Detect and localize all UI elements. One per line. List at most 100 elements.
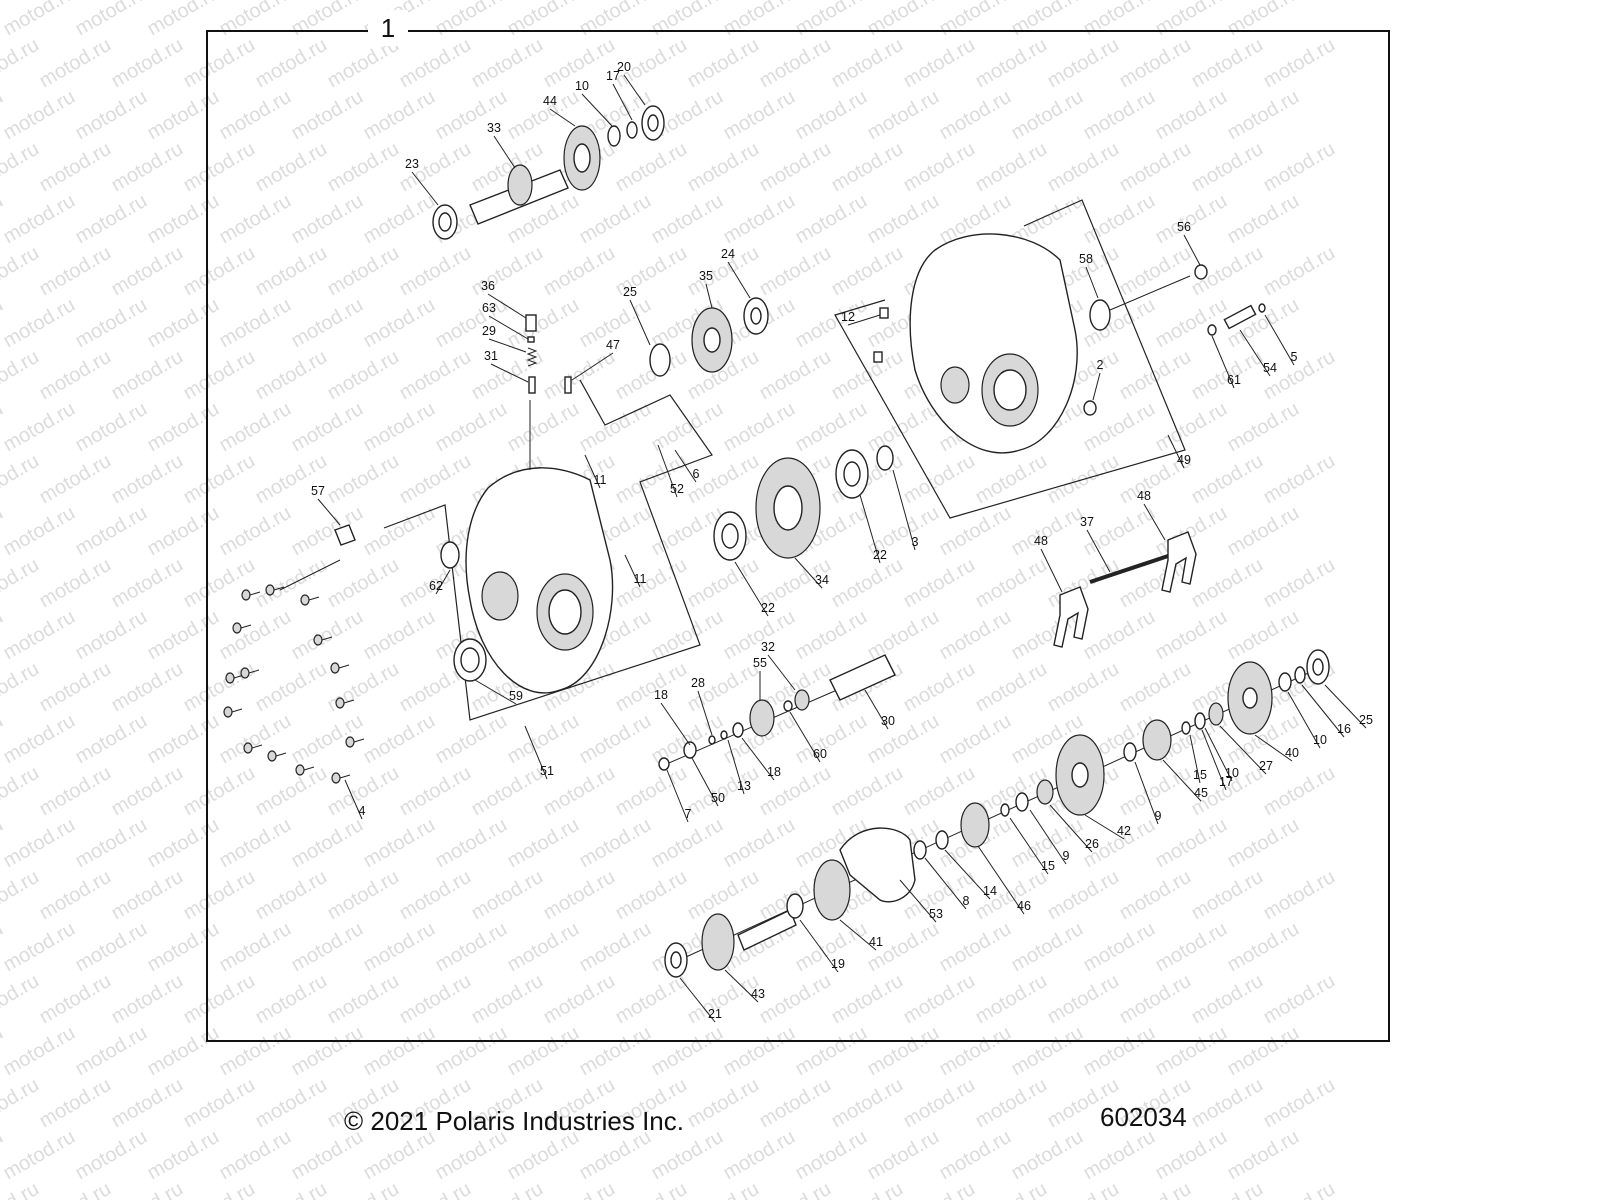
bolt-4 <box>243 742 263 754</box>
callout-46: 46 <box>977 845 1031 915</box>
callout-6: 6 <box>674 449 700 483</box>
callout-number: 7 <box>685 807 692 821</box>
case-bore-inner <box>993 369 1027 411</box>
callout-4: 4 <box>344 779 366 820</box>
callout-50: 50 <box>691 757 725 807</box>
callout-number: 51 <box>540 764 554 778</box>
ring-8 <box>913 840 927 860</box>
callout-number: 56 <box>1177 220 1191 234</box>
plug-56 <box>1194 264 1208 280</box>
callout-number: 11 <box>634 572 647 586</box>
bolt-4 <box>225 672 245 684</box>
seal-62 <box>440 541 460 569</box>
ring-10-top <box>607 125 621 147</box>
right-case-group <box>834 199 1266 519</box>
callout-number: 50 <box>711 791 725 805</box>
callout-14: 14 <box>944 849 997 900</box>
clip-15-b <box>1181 721 1191 735</box>
callout-number: 14 <box>983 884 997 898</box>
plug-2 <box>1083 400 1097 416</box>
frame-number: 1 <box>368 10 408 46</box>
callout-37: 37 <box>1080 515 1111 573</box>
callout-number: 36 <box>481 279 495 293</box>
shaft-30 <box>829 654 896 701</box>
callout-number: 42 <box>1117 824 1131 838</box>
gear-41 <box>813 859 851 921</box>
callout-number: 53 <box>929 907 943 921</box>
ring-10 <box>1278 672 1292 692</box>
callout-number: 41 <box>869 935 883 949</box>
callout-2: 2 <box>1092 358 1104 401</box>
callout-number: 46 <box>1017 899 1031 913</box>
callout-49: 49 <box>1167 434 1191 469</box>
callout-54: 54 <box>1239 329 1277 377</box>
callout-number: 45 <box>1194 786 1208 800</box>
dowel-12a <box>879 307 889 319</box>
washer-5 <box>1258 303 1266 313</box>
spring-29 <box>526 347 538 367</box>
callout-number: 25 <box>623 285 637 299</box>
callout-36: 36 <box>481 279 527 319</box>
callout-number: 18 <box>767 765 781 779</box>
bearing-19 <box>786 893 804 919</box>
callout-8: 8 <box>924 857 970 910</box>
gear-42-hub <box>1071 762 1089 788</box>
callout-number: 18 <box>654 688 668 702</box>
bolt-4 <box>232 622 252 634</box>
callout-21: 21 <box>679 977 722 1023</box>
callout-11: 11 <box>584 454 607 489</box>
callout-24: 24 <box>721 247 751 299</box>
callout-29: 29 <box>482 324 527 353</box>
callout-number: 28 <box>691 676 705 690</box>
input-shaft-assembly <box>432 105 665 240</box>
callout-10: 10 <box>575 79 613 127</box>
callout-58: 58 <box>1079 252 1099 299</box>
pin-31 <box>528 376 536 394</box>
callout-number: 48 <box>1137 489 1151 503</box>
callout-51: 51 <box>524 725 554 780</box>
figure-number: 602034 <box>1100 1102 1187 1132</box>
callout-number: 16 <box>1337 722 1351 736</box>
callout-3: 3 <box>892 469 919 551</box>
callout-60: 60 <box>789 711 827 763</box>
ring-17-top <box>626 121 638 139</box>
bolt-4 <box>300 594 320 606</box>
callout-number: 52 <box>670 482 684 496</box>
callout-number: 54 <box>1263 361 1277 375</box>
callout-55: 55 <box>753 656 767 700</box>
callout-57: 57 <box>311 484 341 526</box>
nut-7 <box>658 757 670 771</box>
callout-number: 35 <box>699 269 713 283</box>
callout-number: 20 <box>617 60 631 74</box>
shift-fork-48-right <box>1161 531 1197 593</box>
callout-number: 40 <box>1285 746 1299 760</box>
callout-labels: 2345678910111213141516171819202122232425… <box>311 60 1373 1023</box>
callout-42: 42 <box>1084 814 1131 840</box>
callout-45: 45 <box>1162 759 1208 802</box>
shift-rail-37 <box>1089 550 1181 584</box>
callout-34: 34 <box>794 557 829 589</box>
callout-number: 10 <box>575 79 589 93</box>
callout-number: 48 <box>1034 534 1048 548</box>
callout-35: 35 <box>699 269 713 309</box>
seal-59-inner <box>460 647 480 673</box>
bolt-4 <box>330 662 350 674</box>
callout-10: 10 <box>1287 691 1327 749</box>
callout-15: 15 <box>1189 734 1207 784</box>
ring-9-b <box>1123 742 1137 762</box>
callout-48: 48 <box>1034 534 1063 593</box>
cover-bore-inner <box>548 589 582 635</box>
callout-62: 62 <box>429 569 451 595</box>
dowel-12b <box>873 351 883 363</box>
bearing-22-left-inner <box>721 523 739 549</box>
callout-25: 25 <box>623 285 651 346</box>
callout-40: 40 <box>1254 734 1299 762</box>
bearing-24-inner <box>750 307 762 325</box>
callout-number: 5 <box>1291 350 1298 364</box>
callout-number: 49 <box>1177 453 1191 467</box>
diagram-frame <box>206 30 1390 1042</box>
callout-22: 22 <box>734 561 775 617</box>
callout-number: 61 <box>1227 373 1241 387</box>
callout-number: 31 <box>484 349 498 363</box>
cover-bore-small <box>481 571 519 621</box>
